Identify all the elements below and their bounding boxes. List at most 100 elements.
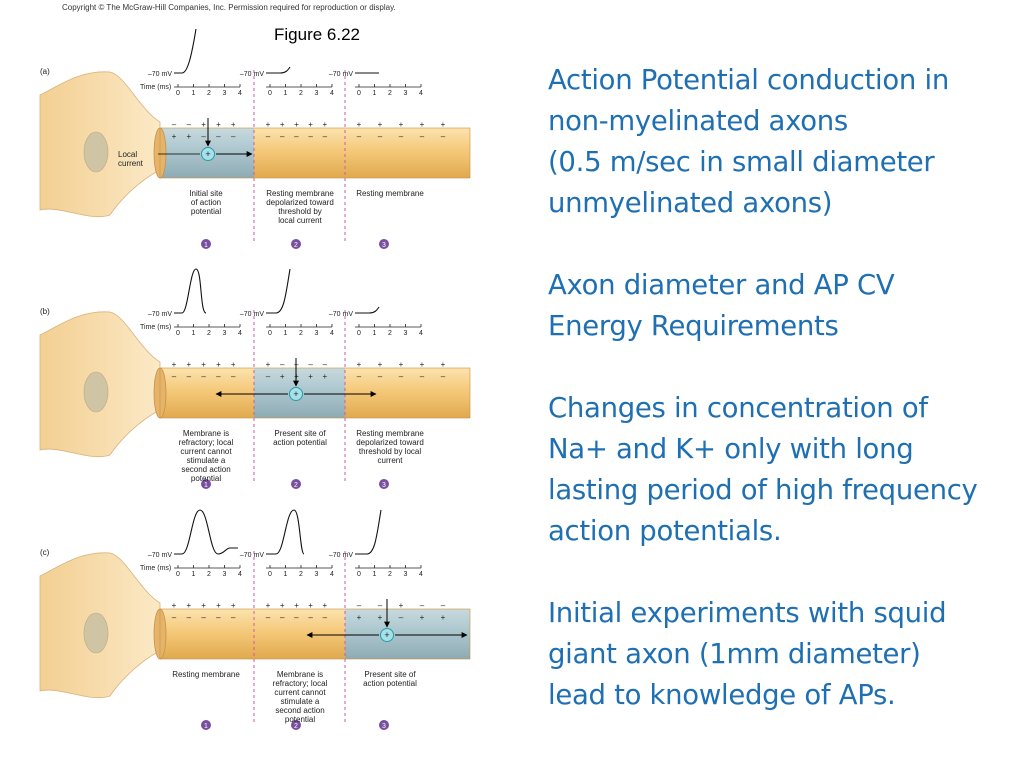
charge-sign-inner: – (216, 132, 221, 141)
notes-line: giant axon (1mm diameter) (548, 638, 921, 670)
charge-sign-outer: + (322, 601, 327, 610)
charge-sign-inner: – (357, 132, 362, 141)
charge-sign-inner: – (280, 132, 285, 141)
charge-sign-outer: + (266, 120, 271, 129)
time-tick-label: 4 (238, 330, 242, 337)
axon-segment (345, 368, 470, 418)
time-tick-label: 2 (388, 571, 392, 578)
segment-caption-line: current (378, 456, 404, 465)
segment-caption-line: of action (191, 198, 221, 207)
segment-caption: Resting membrane (172, 670, 240, 679)
charge-sign-inner: + (420, 613, 425, 622)
segment-caption-line: action potential (363, 679, 417, 688)
charge-sign-inner: – (441, 132, 446, 141)
charge-sign-outer: – (187, 120, 192, 129)
step-badge-number: 3 (382, 242, 386, 249)
charge-sign-inner: – (172, 613, 177, 622)
charge-sign-outer: + (172, 601, 177, 610)
charge-sign-outer: + (231, 120, 236, 129)
segment-caption-line: stimulate a (187, 456, 226, 465)
axon-segment (160, 609, 254, 659)
segment-caption-line: refractory; local (179, 438, 234, 447)
step-badge-number: 1 (204, 482, 208, 489)
charge-sign-inner: – (201, 132, 206, 141)
ap-trace (174, 28, 197, 74)
time-tick-label: 3 (404, 90, 408, 97)
notes-line: unmyelinated axons) (548, 187, 833, 219)
segment-caption-line: depolarized toward (266, 198, 334, 207)
positive-charge-marker (201, 147, 215, 161)
charge-sign-outer: – (441, 601, 446, 610)
segment-caption-line: threshold by (278, 207, 322, 216)
segment-caption-line: Present site of (274, 429, 326, 438)
mv-label: –70 mV (329, 552, 353, 559)
segment-caption-line: current cannot (180, 447, 232, 456)
notes-line: Changes in concentration of (548, 392, 928, 424)
charge-sign-inner: – (187, 372, 192, 381)
step-badge (291, 239, 301, 249)
ap-trace (174, 268, 207, 314)
time-tick-label: 2 (207, 330, 211, 337)
time-axis-label: Time (ms) (140, 324, 171, 331)
time-tick-label: 3 (404, 571, 408, 578)
segment-caption-line: refractory; local (273, 679, 328, 688)
time-tick-label: 1 (373, 571, 377, 578)
charge-sign-inner: + (172, 132, 177, 141)
time-tick-label: 3 (315, 571, 319, 578)
mv-label: –70 mV (240, 311, 264, 318)
charge-sign-inner: + (308, 372, 313, 381)
time-tick-label: 4 (238, 571, 242, 578)
step-badge (291, 720, 301, 730)
notes-paragraph-conduction: Action Potential conduction in non-myeli… (548, 60, 1008, 224)
axon-segment (160, 368, 254, 418)
time-axis-label: Time (ms) (140, 84, 171, 91)
time-tick-label: 1 (192, 90, 196, 97)
charge-sign-inner: – (216, 613, 221, 622)
charge-sign-outer: + (216, 360, 221, 369)
charge-sign-inner: – (378, 372, 383, 381)
charge-sign-inner: – (357, 372, 362, 381)
charge-sign-outer: + (399, 120, 404, 129)
axon-segment (254, 128, 345, 178)
segment-caption-line: local current (278, 216, 322, 225)
time-tick-label: 0 (268, 330, 272, 337)
cell-nucleus (83, 131, 109, 173)
local-current-text: Local (118, 150, 137, 159)
notes-paragraph-squid: Initial experiments with squid giant axo… (548, 593, 1008, 716)
notes-line: Na+ and K+ only with long (548, 433, 914, 465)
segment-caption-line: Resting membrane (356, 189, 424, 198)
positive-charge-marker (380, 628, 394, 642)
axon-segment (254, 609, 345, 659)
charge-sign-outer: – (294, 360, 299, 369)
charge-sign-outer: – (172, 120, 177, 129)
time-axis-label: Time (ms) (140, 565, 171, 572)
time-tick-label: 4 (419, 571, 423, 578)
charge-sign-outer: + (308, 120, 313, 129)
time-tick-label: 0 (176, 330, 180, 337)
notes-line: Initial experiments with squid (548, 597, 947, 629)
charge-sign-outer: + (420, 360, 425, 369)
ap-trace (266, 268, 291, 314)
positive-charge-sign: + (384, 630, 389, 640)
time-tick-label: 3 (315, 330, 319, 337)
time-tick-label: 3 (404, 330, 408, 337)
charge-sign-outer: + (280, 601, 285, 610)
charge-sign-outer: + (266, 360, 271, 369)
segment-caption-line: Membrane is (183, 429, 229, 438)
mv-label: –70 mV (240, 552, 264, 559)
charge-sign-inner: – (420, 132, 425, 141)
charge-sign-inner: – (308, 613, 313, 622)
charge-sign-inner: – (294, 132, 299, 141)
step-badge-number: 2 (294, 482, 298, 489)
segment-caption-line: second action (181, 465, 230, 474)
segment-caption-line: potential (285, 715, 315, 724)
charge-sign-inner: – (323, 132, 328, 141)
axon-segment (345, 609, 470, 659)
time-tick-label: 3 (223, 90, 227, 97)
time-tick-label: 2 (299, 330, 303, 337)
